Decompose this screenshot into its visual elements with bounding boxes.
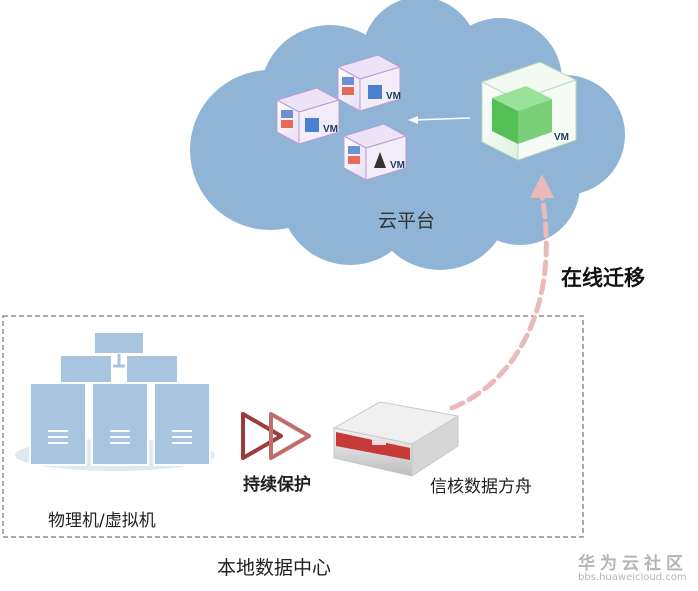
- protection-label: 持续保护: [243, 475, 311, 495]
- appliance-device: [332, 401, 460, 477]
- server-tower: [91, 382, 149, 466]
- vm-tag: VM: [390, 160, 405, 171]
- server-tower: [29, 382, 87, 466]
- vm-box-bottom: VM: [342, 123, 408, 181]
- server-tower: [153, 382, 211, 466]
- vm-tag: VM: [323, 124, 338, 135]
- vm-box-top: VM: [336, 54, 402, 112]
- protection-arrows: [241, 412, 311, 460]
- vm-tag: VM: [554, 132, 569, 143]
- servers-label: 物理机/虚拟机: [48, 511, 156, 531]
- migration-label: 在线迁移: [561, 266, 645, 290]
- server-group: [15, 331, 215, 471]
- watermark-url: bbs.huaweicloud.com: [578, 572, 687, 583]
- datacenter-frame: [2, 315, 584, 538]
- appliance-label: 信核数据方舟: [430, 477, 532, 497]
- cloud-label: 云平台: [378, 210, 436, 232]
- deploy-arrow: [408, 116, 471, 124]
- vm-box-left: VM: [275, 87, 341, 145]
- vm-tag: VM: [386, 91, 401, 102]
- migrated-vm-box: VM: [480, 61, 578, 161]
- watermark-title: 华为云社区: [578, 554, 688, 574]
- migration-arrow: [449, 174, 554, 411]
- datacenter-label: 本地数据中心: [217, 557, 332, 579]
